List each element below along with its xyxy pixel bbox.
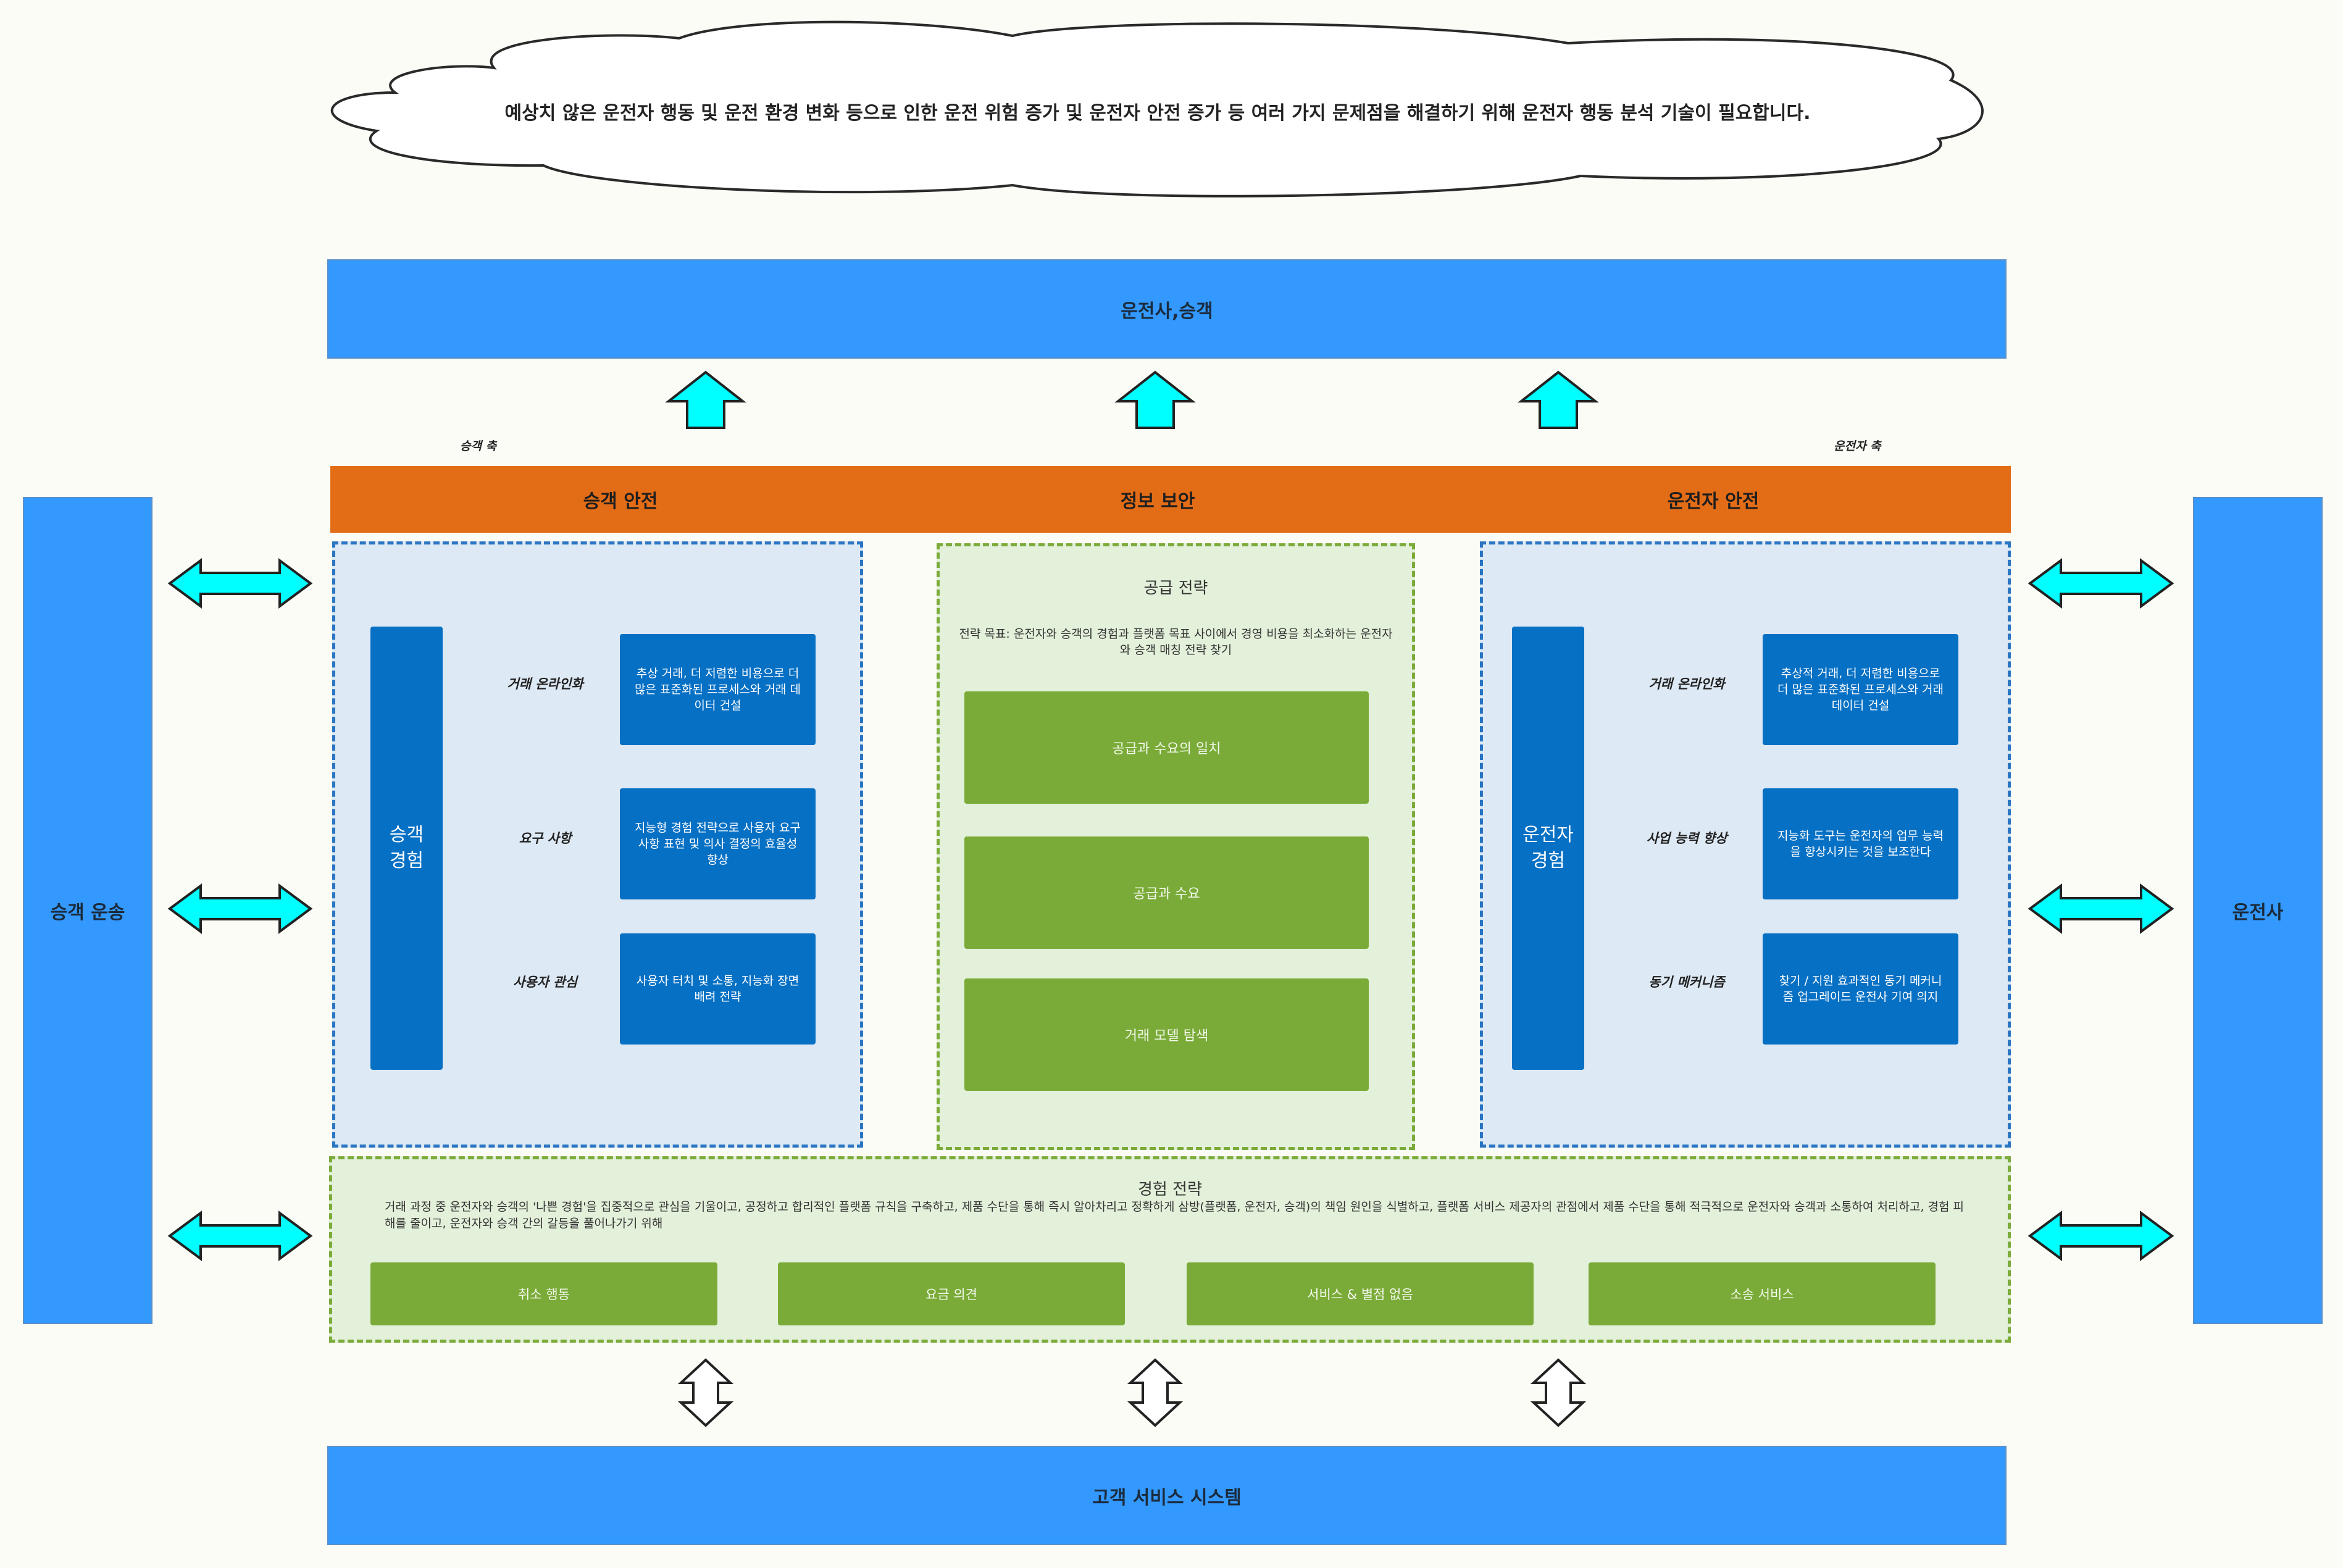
double-arrow-icon	[2028, 883, 2174, 934]
row-box: 지능화 도구는 운전자의 업무 능력을 향상시키는 것을 보조한다	[1763, 788, 1958, 899]
experience-box: 취소 행동	[370, 1262, 717, 1325]
experience-strategy-panel: 경험 전략 거래 과정 중 운전자와 승객의 '나쁜 경험'을 집중적으로 관심…	[329, 1156, 2011, 1343]
row-box: 지능형 경험 전략으로 사용자 요구 사항 표현 및 의사 결정의 효율성 향상	[620, 788, 816, 899]
vertical-double-arrow-icon	[677, 1358, 734, 1427]
row-box: 추상적 거래, 더 저렴한 비용으로 더 많은 표준화된 프로세스와 거래 데이…	[1763, 634, 1958, 745]
supply-title: 공급 전략	[1143, 578, 1208, 598]
experience-desc: 거래 과정 중 운전자와 승객의 '나쁜 경험'을 집중적으로 관심을 기울이고…	[385, 1200, 1965, 1230]
passenger-experience-label: 승객 경험	[370, 627, 443, 1070]
left-side-bar: 승객 운송	[23, 497, 152, 1324]
up-arrow-icon	[665, 370, 746, 429]
experience-box: 서비스 & 별점 없음	[1187, 1262, 1534, 1325]
vertical-double-arrow-icon	[1127, 1358, 1184, 1427]
experience-box: 소송 서비스	[1589, 1262, 1936, 1325]
header-left: 승객 안전	[583, 491, 658, 512]
supply-desc: 전략 목표: 운전자와 승객의 경험과 플랫폼 목표 사이에서 경영 비용을 최…	[959, 627, 1393, 657]
header-right: 운전자 안전	[1667, 491, 1760, 512]
axis-label-left: 승객 축	[460, 440, 497, 453]
header-band: 승객 안전 정보 보안 운전자 안전	[330, 466, 2011, 533]
double-arrow-icon	[2028, 558, 2174, 609]
supply-box: 공급과 수요	[964, 836, 1369, 949]
header-center: 정보 보안	[1120, 491, 1195, 512]
row-box: 사용자 터치 및 소통, 지능화 장면 배려 전략	[620, 933, 816, 1045]
row-label: 거래 온라인화	[507, 677, 583, 691]
experience-title: 경험 전략	[1138, 1180, 1202, 1199]
top-bar: 운전사,승객	[327, 259, 2007, 359]
cloud-text: 예상치 않은 운전자 행동 및 운전 환경 변화 등으로 인한 운전 위험 증가…	[504, 102, 1811, 124]
right-side-bar: 운전사	[2193, 497, 2323, 1324]
driver-experience-label: 운전자 경험	[1512, 627, 1584, 1070]
driver-panel: 운전자 경험 거래 온라인화 추상적 거래, 더 저렴한 비용으로 더 많은 표…	[1480, 541, 2011, 1148]
supply-box: 공급과 수요의 일치	[964, 691, 1369, 804]
passenger-panel: 승객 경험 거래 온라인화 추상 거래, 더 저렴한 비용으로 더 많은 표준화…	[332, 541, 863, 1148]
up-arrow-icon	[1518, 370, 1599, 429]
double-arrow-icon	[2028, 1211, 2174, 1261]
double-arrow-icon	[167, 1211, 313, 1261]
row-box: 찾기 / 지원 효과적인 동기 메커니즘 업그레이드 운전사 기여 의지	[1763, 933, 1958, 1045]
supply-box: 거래 모델 탐색	[964, 978, 1369, 1091]
row-label: 동기 메커니즘	[1648, 975, 1725, 990]
row-label: 요구 사항	[519, 831, 572, 846]
up-arrow-icon	[1114, 370, 1196, 429]
row-label: 사업 능력 향상	[1646, 831, 1727, 846]
double-arrow-icon	[167, 883, 313, 934]
double-arrow-icon	[167, 558, 313, 609]
experience-box: 요금 의견	[778, 1262, 1125, 1325]
bottom-bar: 고객 서비스 시스템	[327, 1446, 2007, 1545]
vertical-double-arrow-icon	[1530, 1358, 1587, 1427]
row-box: 추상 거래, 더 저렴한 비용으로 더 많은 표준화된 프로세스와 거래 데이터…	[620, 634, 816, 745]
row-label: 거래 온라인화	[1648, 677, 1725, 691]
row-label: 사용자 관심	[513, 975, 577, 990]
axis-label-right: 운전자 축	[1834, 440, 1881, 453]
supply-strategy-panel: 공급 전략 전략 목표: 운전자와 승객의 경험과 플랫폼 목표 사이에서 경영…	[937, 543, 1415, 1150]
